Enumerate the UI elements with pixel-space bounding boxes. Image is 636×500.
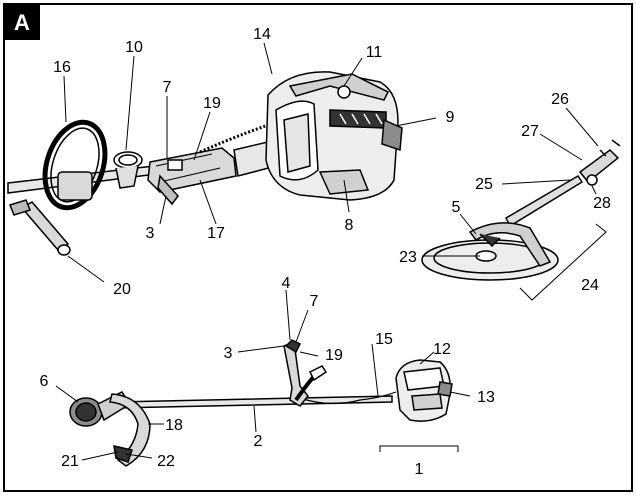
bracket-24: [519, 223, 607, 301]
callout-27: 27: [521, 123, 539, 140]
callout-19-top: 19: [203, 95, 221, 112]
blade-guard-assembly: [421, 139, 621, 281]
callout-28: 28: [593, 195, 611, 212]
callout-19-bottom: 19: [325, 347, 343, 364]
callout-15: 15: [375, 331, 393, 348]
trimmer-top-assembly: [7, 71, 403, 256]
leader-lines: [55, 42, 599, 461]
callout-1: 1: [415, 461, 424, 478]
trimmer-bottom-assembly: [69, 339, 453, 467]
callout-10: 10: [125, 39, 143, 56]
callout-22: 22: [157, 453, 175, 470]
panel-badge: A: [4, 4, 40, 40]
bracket-1: [379, 445, 459, 452]
callout-12: 12: [433, 341, 451, 358]
callout-11: 11: [366, 44, 383, 61]
callout-16: 16: [53, 59, 71, 76]
callout-21: 21: [61, 453, 79, 470]
callout-labels: 16 10 7 19 3 17 14 11 9 8 20 26 27 25 28…: [40, 26, 611, 478]
callout-9: 9: [446, 109, 455, 126]
callout-7-bottom: 7: [310, 293, 319, 310]
callout-3-top: 3: [146, 225, 155, 242]
callout-14: 14: [253, 26, 271, 43]
callout-25: 25: [475, 176, 493, 193]
callout-6: 6: [40, 373, 49, 390]
callout-18: 18: [165, 417, 183, 434]
callout-2: 2: [254, 433, 263, 450]
callout-7-top: 7: [163, 79, 172, 96]
callout-3-bottom: 3: [224, 345, 233, 362]
callout-24: 24: [581, 277, 599, 294]
callout-26: 26: [551, 91, 569, 108]
callout-23: 23: [399, 249, 417, 266]
callout-8: 8: [345, 217, 354, 234]
callout-5: 5: [452, 199, 461, 216]
callout-4: 4: [282, 275, 291, 292]
callout-17: 17: [207, 225, 225, 242]
panel-letter: A: [14, 10, 30, 35]
callout-20: 20: [113, 281, 131, 298]
callout-13: 13: [477, 389, 495, 406]
